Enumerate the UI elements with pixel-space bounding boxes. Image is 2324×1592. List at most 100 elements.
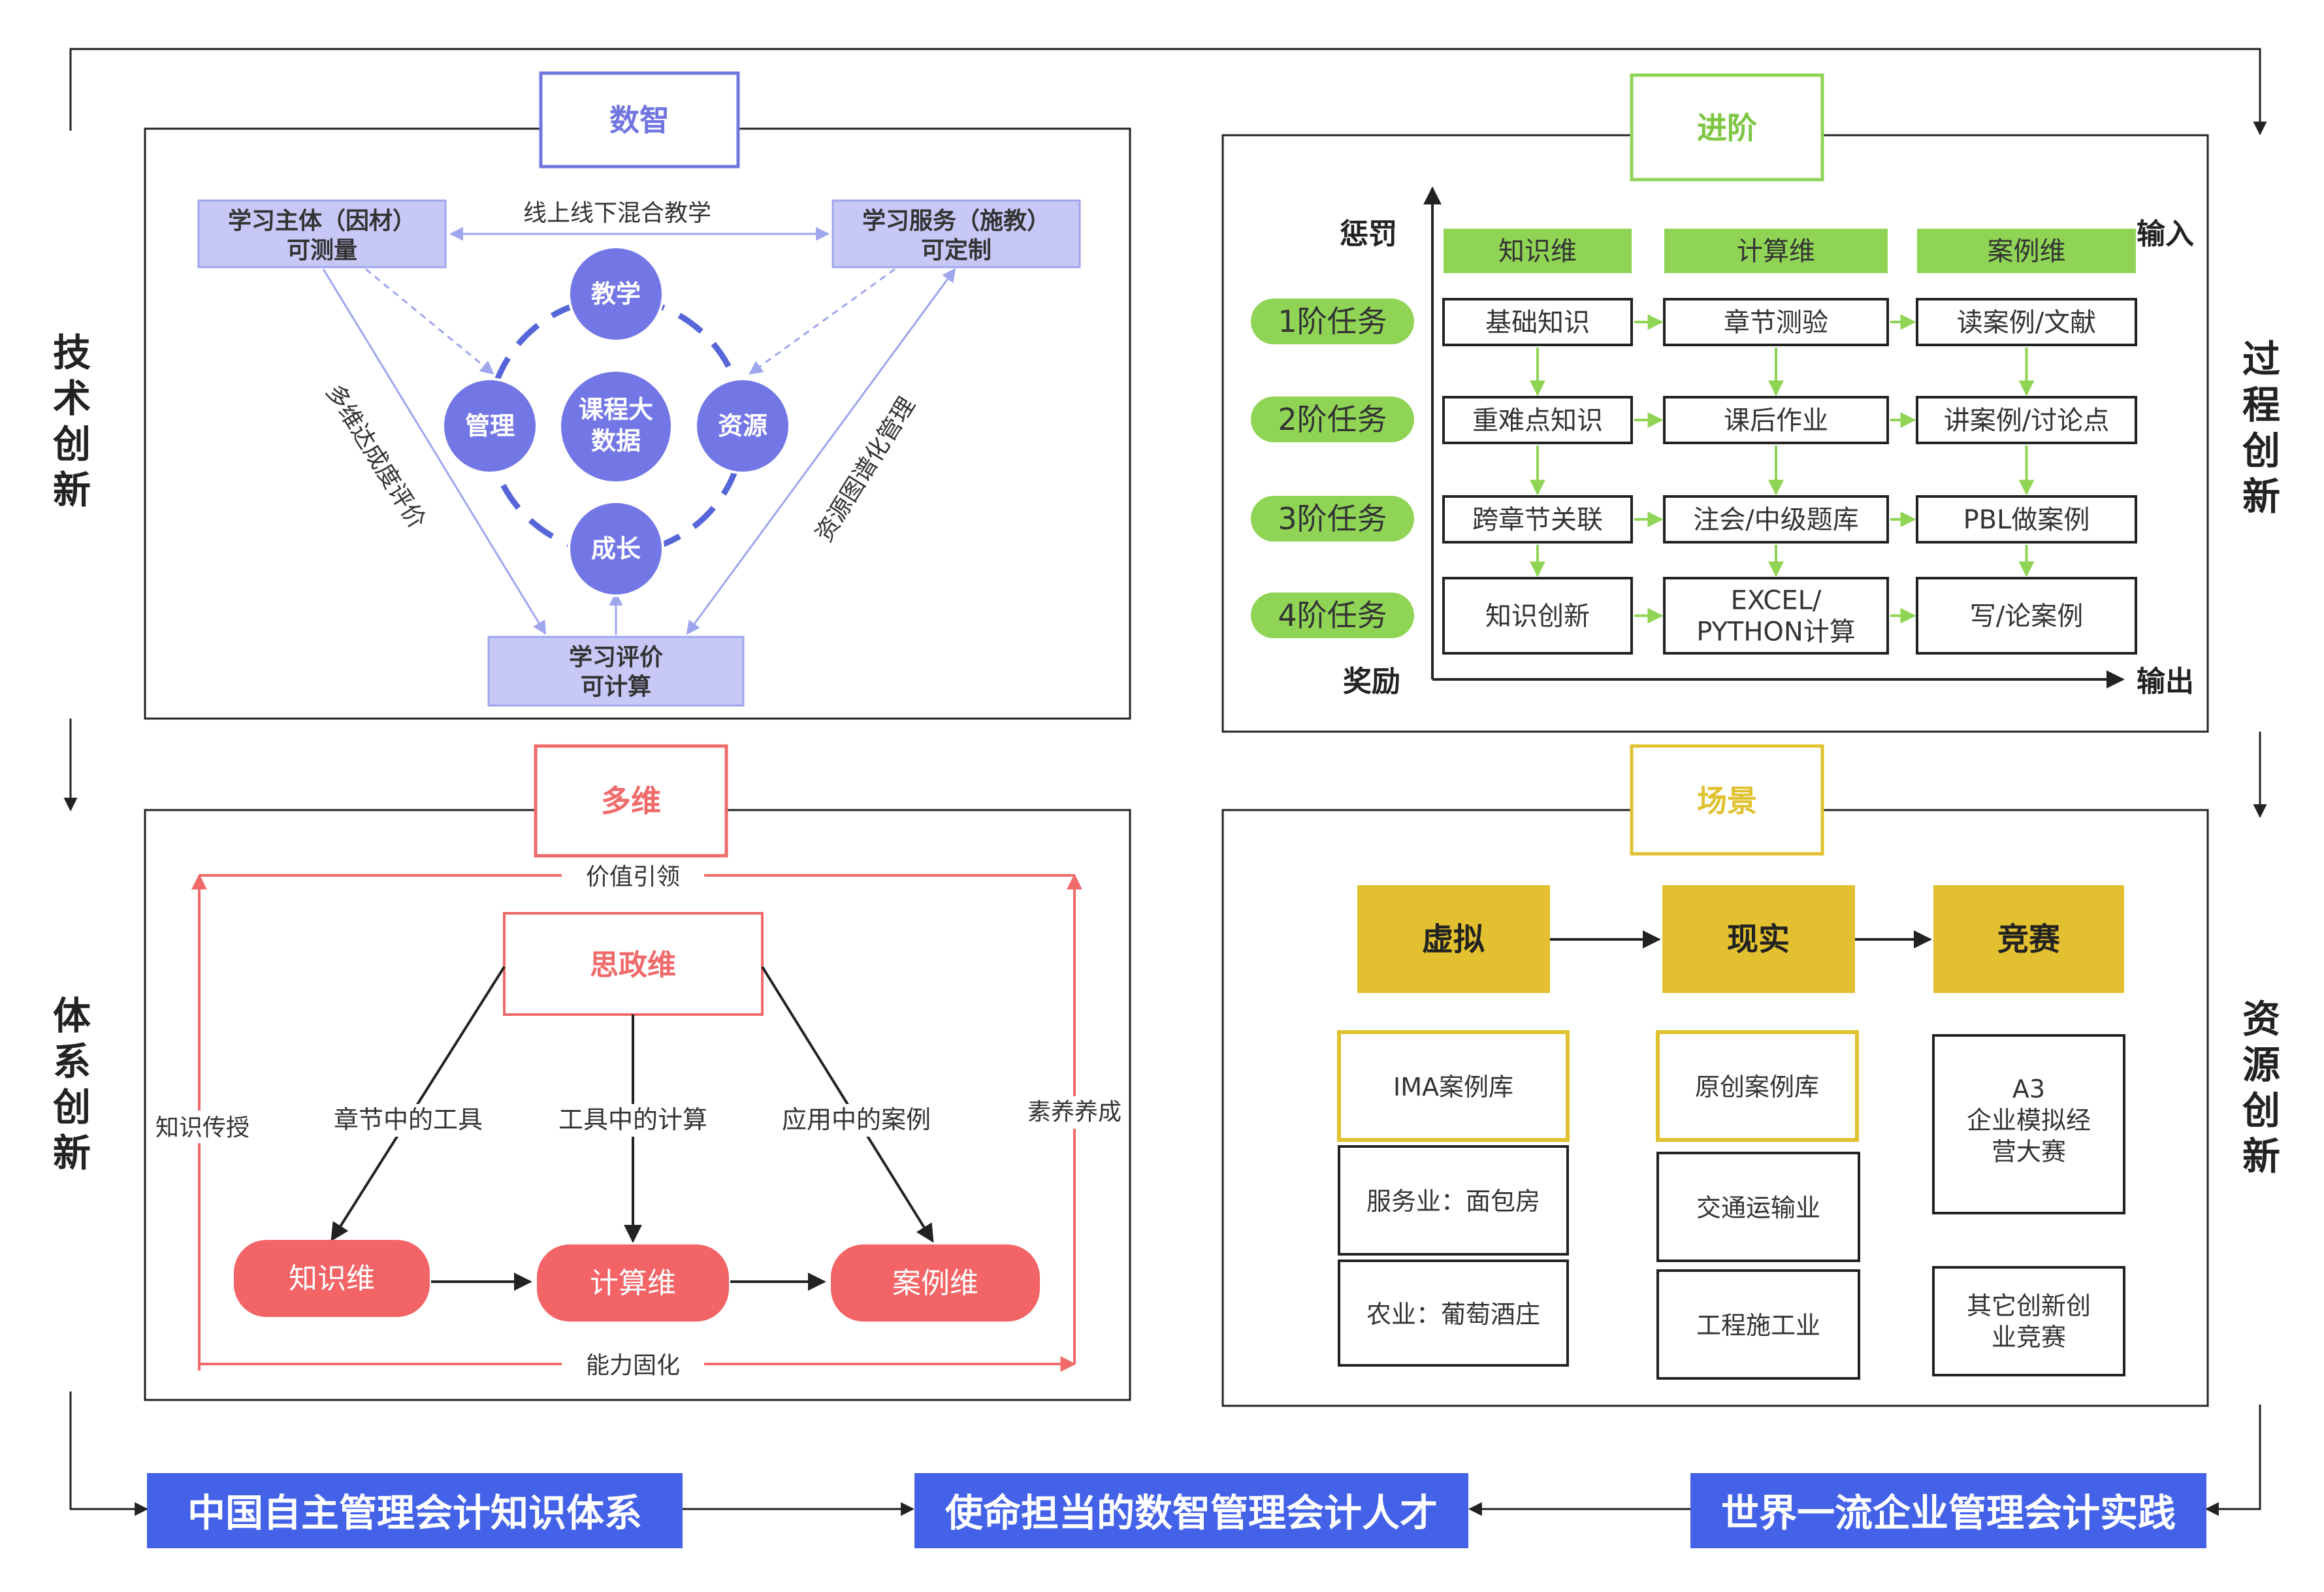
sizheng-label: 思政维 [590,949,676,982]
grid-cell-r2-c2: 课后作业 [1663,396,1889,444]
grid-cell-r4-c1: 知识创新 [1442,577,1633,655]
svg-text:重难点知识: 重难点知识 [1472,406,1603,436]
case-bakery: 服务业：面包房 [1338,1145,1569,1256]
service-line1: 学习服务（施教） [862,207,1050,235]
competition-other: 其它创新创业竞赛 [1932,1266,2125,1376]
svg-text:数据: 数据 [591,427,641,455]
side-label-right-bottom: 资源创新 [2242,997,2280,1178]
panel-shuzhi-title-box [539,71,740,169]
svg-text:竞赛: 竞赛 [1997,921,2061,958]
svg-text:IMA案例库: IMA案例库 [1393,1073,1513,1101]
svg-text:成长: 成长 [591,534,641,563]
svg-text:资源创新: 资源创新 [2242,997,2280,1178]
panel-shuzhi-title: 数智 [609,103,670,138]
side-label-left-bottom: 体系创新 [53,994,91,1175]
svg-text:中国自主管理会计知识体系: 中国自主管理会计知识体系 [187,1491,642,1535]
grid-cell-r2-c1: 重难点知识 [1442,396,1633,444]
task-pill-2: 2阶任务 [1251,397,1414,442]
circle-teaching: 教学 [568,246,664,342]
grid-cell-r2-c3: 讲案例/讨论点 [1916,396,2137,444]
panel-changjing-title: 场景 [1697,783,1757,819]
svg-text:2阶任务: 2阶任务 [1278,402,1387,437]
panel-duowei: 多维 价值引领 能力固化 知识传授 素养养成 思政维 章节中的工具 工具 [144,744,1131,1401]
svg-text:注会/中级题库: 注会/中级题库 [1693,505,1858,535]
service-line2: 可定制 [921,237,992,264]
panel-duowei-title: 多维 [601,783,661,819]
side-label-right-top: 过程创新 [2242,337,2280,519]
svg-text:章节测验: 章节测验 [1724,308,1828,338]
mixed-teaching-label: 线上线下混合教学 [523,200,711,227]
stage-virtual: 虚拟 [1357,885,1550,993]
axis-punish: 惩罚 [1340,218,1397,251]
svg-text:读案例/文献: 读案例/文献 [1957,308,2096,338]
subject-box [197,199,447,268]
svg-text:世界一流企业管理会计实践: 世界一流企业管理会计实践 [1721,1491,2176,1535]
case-original: 原创案例库 [1656,1030,1859,1142]
pill-knowledge: 知识维 [234,1240,430,1317]
case-transport: 交通运输业 [1656,1152,1860,1262]
svg-text:案例维: 案例维 [892,1267,978,1300]
panel-changjing-title-box [1630,744,1824,856]
svg-text:技术创新: 技术创新 [53,331,91,512]
circle-center: 课程大 数据 [558,369,673,484]
svg-text:资源: 资源 [718,412,767,440]
svg-text:虚拟: 虚拟 [1422,921,1485,958]
stage-competition: 竞赛 [1933,885,2124,993]
evaluation-line2: 可计算 [581,674,651,700]
svg-text:农业：葡萄酒庄: 农业：葡萄酒庄 [1366,1300,1540,1329]
ability-label: 能力固化 [586,1352,680,1379]
svg-text:教学: 教学 [591,280,641,308]
literacy-label: 素养养成 [1027,1099,1122,1126]
svg-text:4阶任务: 4阶任务 [1278,598,1387,633]
grid-cell-r1-c3: 读案例/文献 [1916,298,2137,346]
svg-text:交通运输业: 交通运输业 [1696,1194,1820,1222]
circle-growth: 成长 [568,500,664,597]
column-header-2: 计算维 [1664,229,1888,273]
svg-text:管理: 管理 [465,412,515,440]
svg-text:写/论案例: 写/论案例 [1970,602,2083,632]
svg-text:课程大: 课程大 [579,395,653,424]
svg-text:现实: 现实 [1727,921,1790,958]
grid-cell-r3-c3: PBL做案例 [1916,495,2137,544]
axis-input: 输入 [2137,218,2194,251]
svg-text:课后作业: 课后作业 [1724,406,1828,436]
grid-cell-r4-c2: EXCEL/PYTHON计算 [1663,577,1889,655]
value-lead-label: 价值引领 [586,864,680,890]
stage-reality: 现实 [1662,885,1855,993]
panel-jinjie-title-box [1630,73,1824,182]
svg-text:1阶任务: 1阶任务 [1278,304,1387,339]
axis-reward: 奖励 [1343,665,1400,698]
bottom-banner-1: 中国自主管理会计知识体系 [147,1473,683,1548]
svg-text:PBL做案例: PBL做案例 [1963,505,2090,535]
column-header-1: 知识维 [1444,229,1632,273]
svg-text:PYTHON计算: PYTHON计算 [1696,617,1856,647]
side-label-left-top: 技术创新 [53,331,91,512]
svg-text:跨章节关联: 跨章节关联 [1472,505,1603,535]
svg-text:基础知识: 基础知识 [1485,308,1590,338]
evaluation-box [487,636,745,707]
svg-text:体系创新: 体系创新 [53,994,91,1175]
grid-cell-r3-c1: 跨章节关联 [1442,495,1633,544]
svg-text:3阶任务: 3阶任务 [1278,501,1387,536]
subject-line1: 学习主体（因材） [228,207,416,235]
pill-calc: 计算维 [537,1244,729,1322]
circle-resource: 资源 [694,378,791,474]
circle-management: 管理 [442,378,538,474]
task-pill-4: 4阶任务 [1251,593,1414,638]
svg-text:过程创新: 过程创新 [2242,337,2280,519]
task-pill-1: 1阶任务 [1251,299,1414,344]
svg-text:案例维: 案例维 [1988,236,2066,267]
bottom-banner-3: 世界一流企业管理会计实践 [1690,1473,2206,1548]
edge-label-case: 应用中的案例 [782,1105,931,1134]
svg-text:其它创新创业竞赛: 其它创新创业竞赛 [1967,1291,2091,1352]
panel-shuzhi: 数智 学习主体（因材） 可测量 学习服务（施教） 可定制 学习评价 可计算 线上… [144,71,1131,720]
svg-text:知识创新: 知识创新 [1485,602,1590,632]
knowledge-transfer-label: 知识传授 [155,1114,250,1141]
grid-cell-r3-c2: 注会/中级题库 [1663,495,1889,544]
pill-case: 案例维 [831,1244,1040,1322]
panel-jinjie-title: 进阶 [1697,110,1757,146]
grid-cell-r1-c2: 章节测验 [1663,298,1889,346]
svg-text:工程施工业: 工程施工业 [1696,1311,1820,1340]
